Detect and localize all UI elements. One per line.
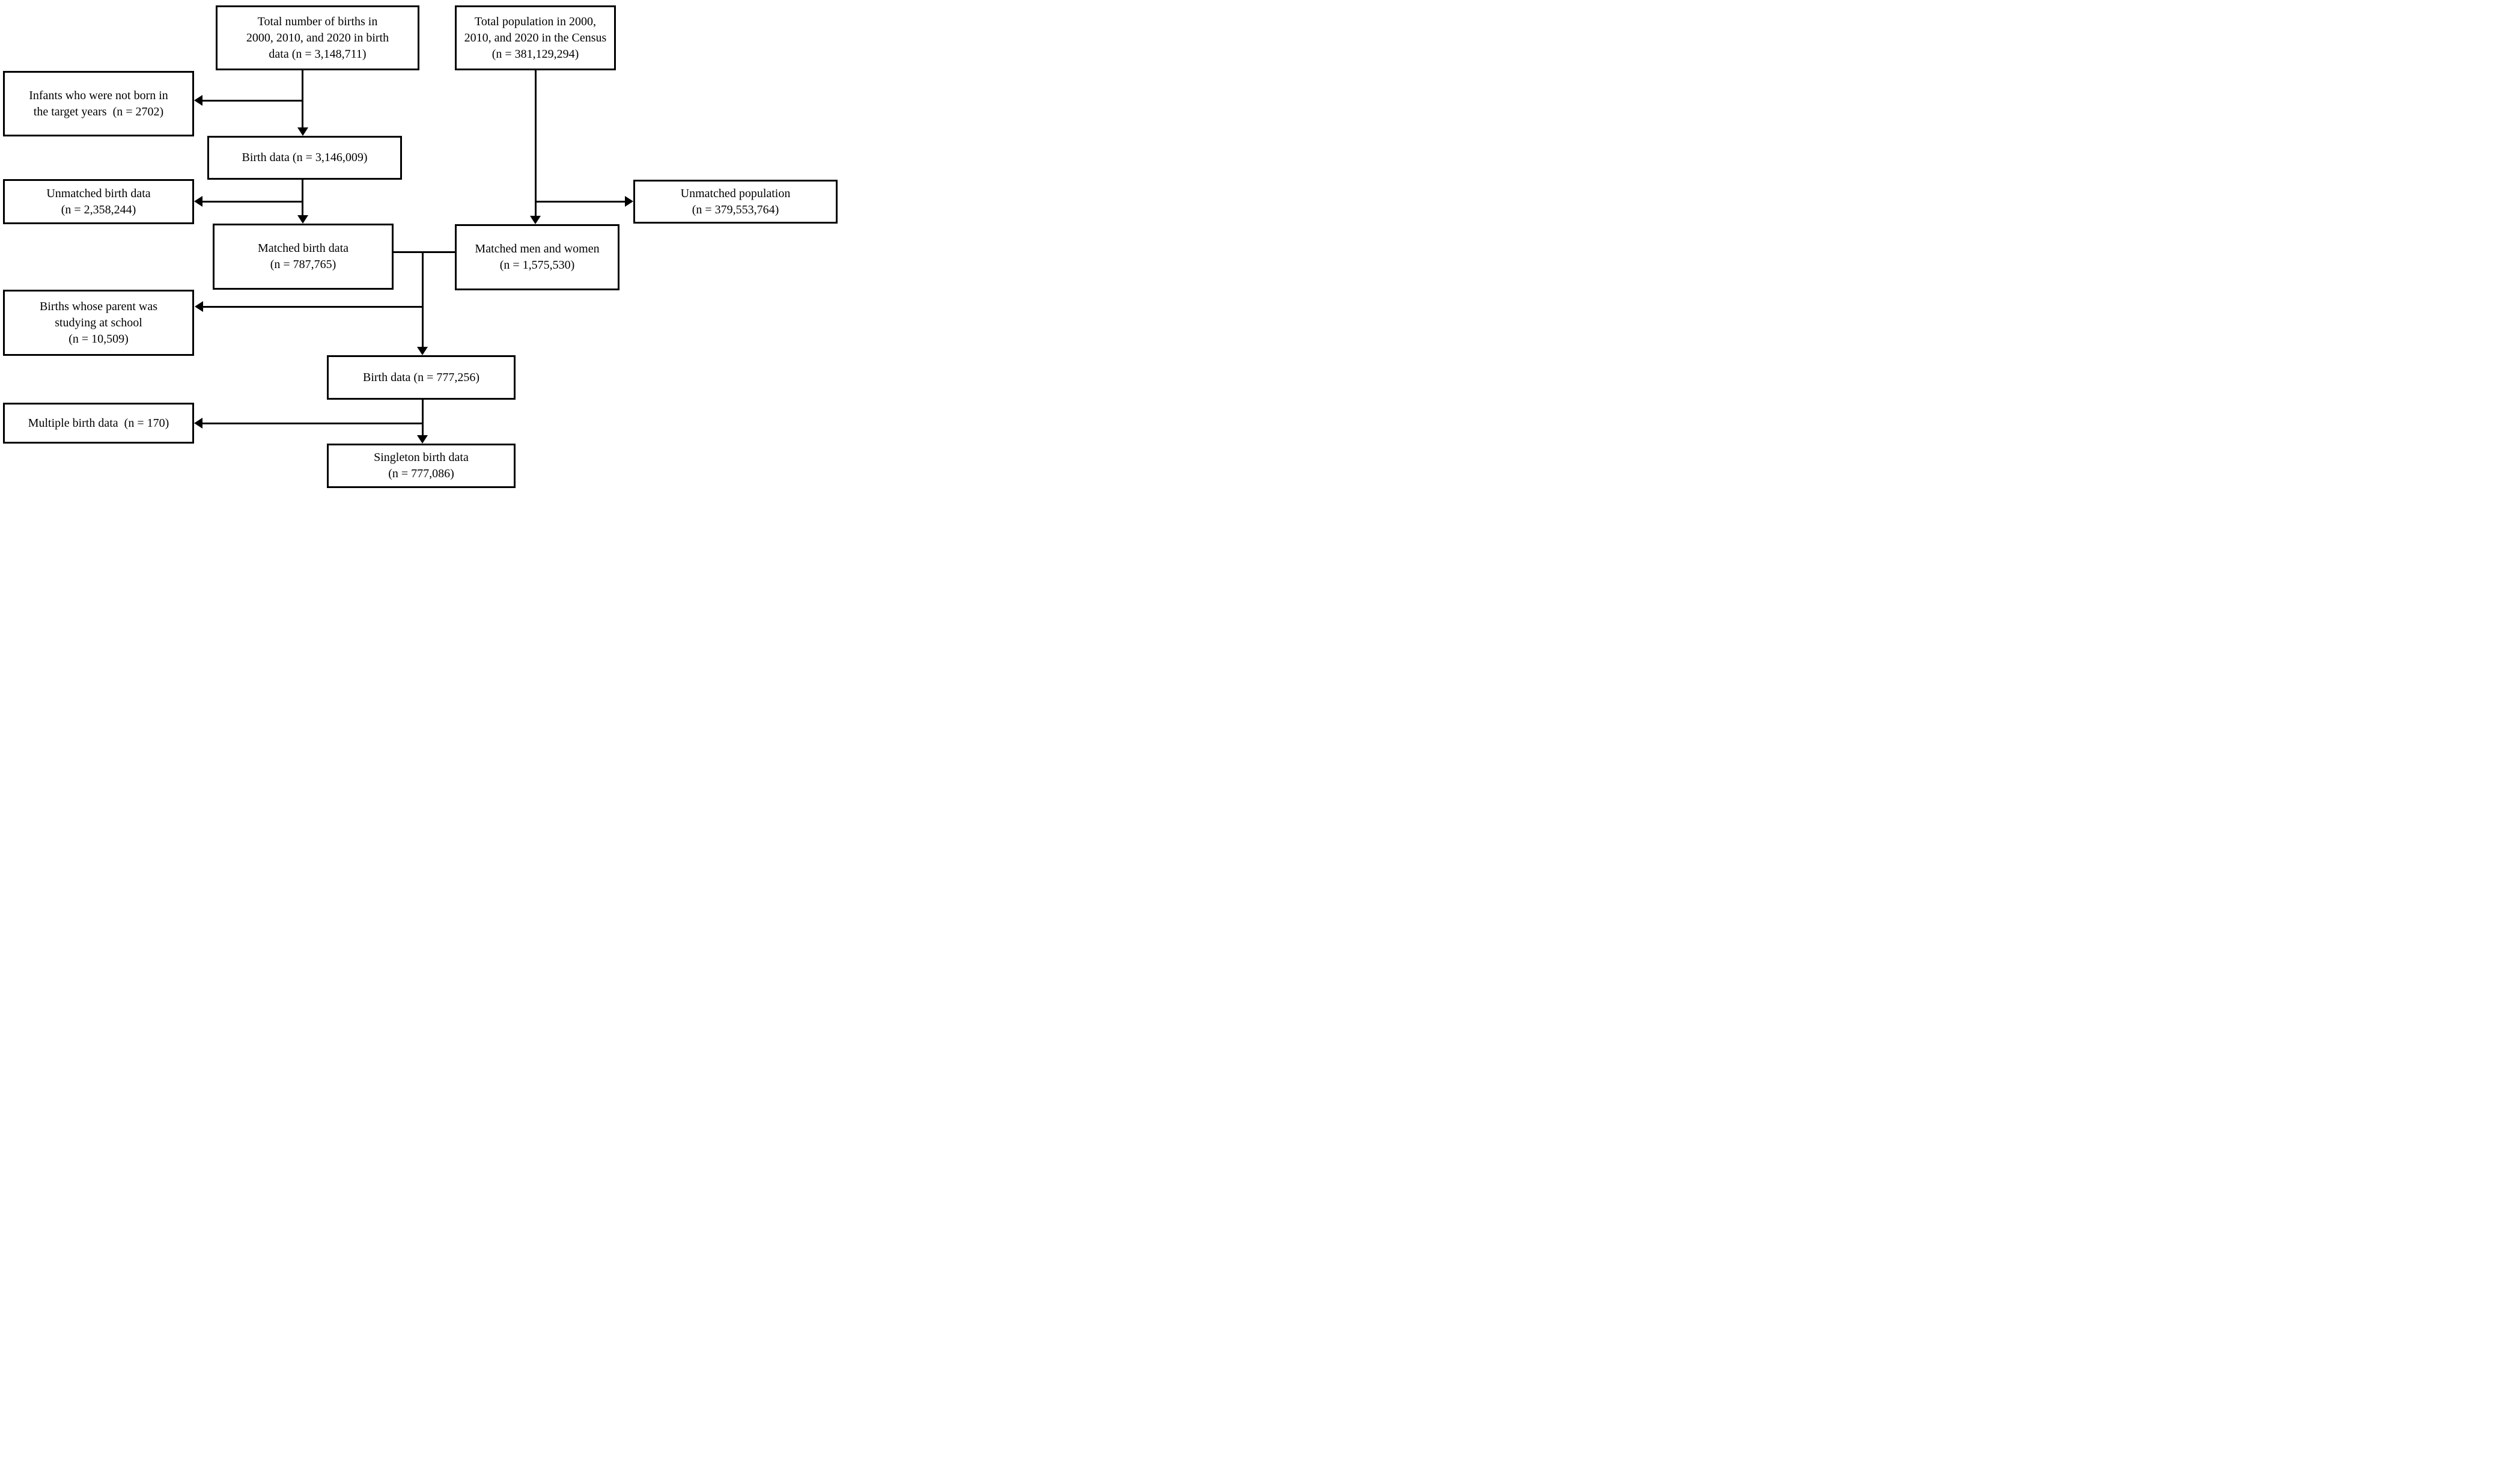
box-parent-studying: Births whose parent was studying at scho…	[3, 290, 194, 356]
box-multiple-birth-data: Multiple birth data (n = 170)	[3, 403, 194, 444]
arrowhead-left-unmatched-birth-icon	[194, 196, 202, 207]
connector-branch-unmatched-population	[535, 201, 625, 203]
arrowhead-down-birth-data-2-icon	[417, 347, 428, 355]
connector-population-down	[535, 70, 537, 216]
arrowhead-left-parent-studying-icon	[195, 301, 203, 312]
connector-matched-down	[422, 251, 424, 347]
arrowhead-down-singleton-icon	[417, 435, 428, 444]
connector-birth-data-2-down	[422, 400, 424, 435]
box-unmatched-birth-data: Unmatched birth data (n = 2,358,244)	[3, 179, 194, 224]
box-matched-men-women: Matched men and women (n = 1,575,530)	[455, 224, 619, 290]
box-total-births: Total number of births in 2000, 2010, an…	[216, 5, 419, 70]
box-singleton-birth-data: Singleton birth data (n = 777,086)	[327, 444, 516, 488]
connector-births-down	[302, 70, 303, 127]
box-birth-data-after-exclusion: Birth data (n = 777,256)	[327, 355, 516, 400]
box-matched-birth-data: Matched birth data (n = 787,765)	[213, 224, 394, 290]
box-birth-data-initial: Birth data (n = 3,146,009)	[207, 136, 402, 180]
box-unmatched-population: Unmatched population (n = 379,553,764)	[633, 180, 838, 224]
connector-branch-infants	[202, 100, 303, 102]
connector-branch-parent-studying	[203, 306, 424, 308]
box-infants-not-target-years: Infants who were not born in the target …	[3, 71, 194, 136]
connector-birth-data-down	[302, 180, 303, 215]
connector-branch-unmatched-birth	[202, 201, 303, 203]
arrowhead-right-unmatched-population-icon	[625, 196, 633, 207]
box-total-population: Total population in 2000, 2010, and 2020…	[455, 5, 616, 70]
arrowhead-down-matched-men-women-icon	[530, 216, 541, 224]
arrowhead-left-infants-icon	[194, 95, 202, 106]
connector-matched-join	[394, 251, 455, 253]
arrowhead-left-multiple-birth-icon	[194, 418, 202, 429]
arrowhead-down-matched-birth-icon	[297, 215, 308, 224]
arrowhead-down-birth-data-icon	[297, 127, 308, 136]
connector-branch-multiple-birth	[202, 423, 424, 424]
flow-diagram: Total number of births in 2000, 2010, an…	[0, 0, 840, 493]
